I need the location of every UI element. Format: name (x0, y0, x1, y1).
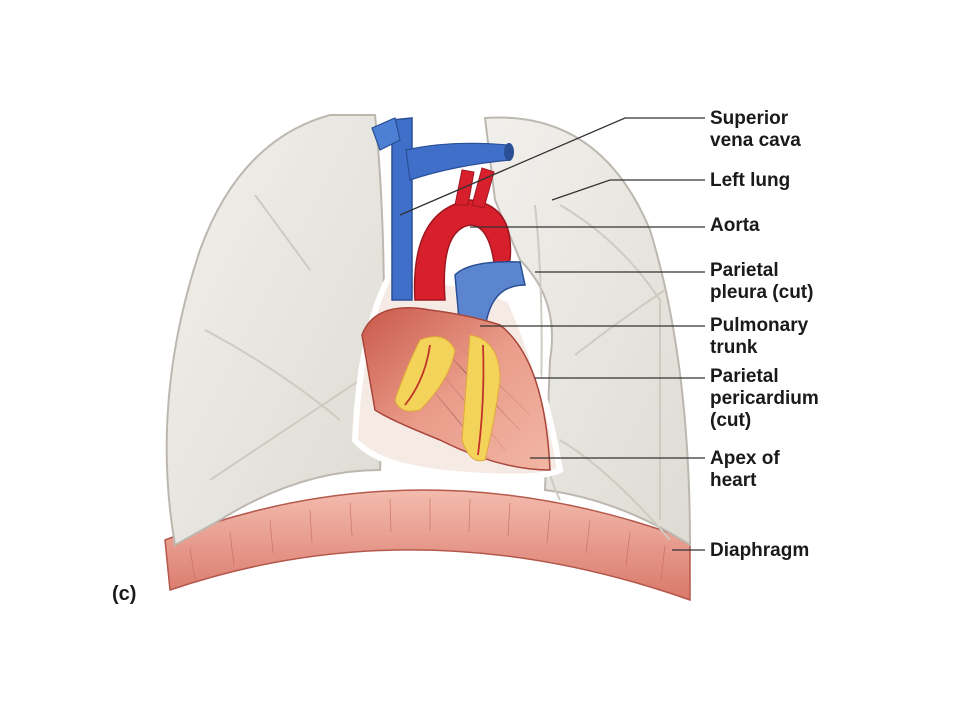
panel-letter: (c) (112, 583, 137, 605)
superior-vena-cava-shape (391, 117, 413, 301)
leader-lines (399, 117, 705, 551)
label-apex-of-heart: Apex of heart (710, 448, 780, 491)
label-left-lung: Left lung (710, 170, 791, 191)
heart-shape (361, 307, 551, 471)
label-pulmonary-trunk: Pulmonary trunk (710, 315, 809, 358)
diaphragm-striations (189, 498, 666, 581)
coronary-vessels (404, 344, 485, 456)
pulmonary-trunk-shape (454, 261, 526, 331)
aorta-shape (413, 199, 512, 301)
label-aorta: Aorta (710, 215, 760, 236)
diaphragm-shape (164, 489, 691, 602)
label-superior-vena-cava: Superior vena cava (710, 108, 801, 151)
coronary-fat (394, 334, 501, 462)
label-parietal-pericardium: Parietal pericardium (cut) (710, 366, 819, 431)
label-diaphragm: Diaphragm (710, 540, 810, 561)
right-lung-shape (165, 114, 385, 547)
label-parietal-pleura: Parietal pleura (cut) (710, 260, 814, 303)
